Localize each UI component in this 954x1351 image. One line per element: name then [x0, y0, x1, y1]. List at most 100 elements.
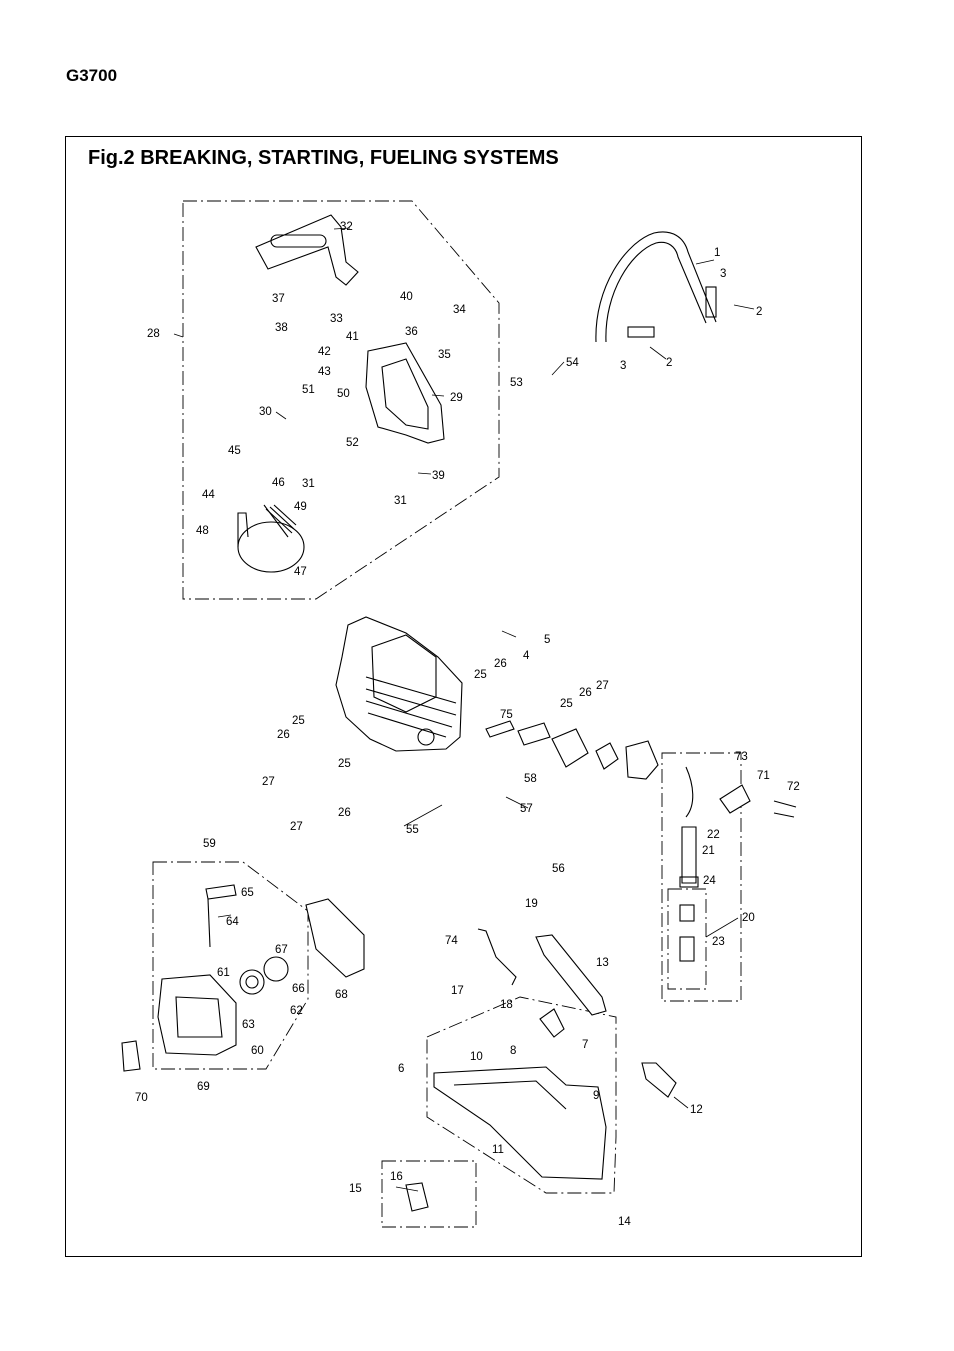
callout-55: 55	[406, 824, 419, 836]
callout-21: 21	[702, 845, 715, 857]
callout-33: 33	[330, 313, 343, 325]
callout-64: 64	[226, 916, 239, 928]
callout-31b: 31	[394, 495, 407, 507]
group-outline-fuel-pickup	[661, 752, 742, 1002]
callout-5: 5	[544, 634, 550, 646]
callout-38: 38	[275, 322, 288, 334]
leader-lines	[173, 227, 755, 1192]
callout-31a: 31	[302, 478, 315, 490]
callout-56: 56	[552, 863, 565, 875]
callout-63: 63	[242, 1019, 255, 1031]
callout-39: 39	[432, 470, 445, 482]
callout-25b: 25	[560, 698, 573, 710]
callout-27c: 27	[290, 821, 303, 833]
callout-26c: 26	[277, 729, 290, 741]
starter-drawing	[121, 884, 365, 1072]
callout-72: 72	[787, 781, 800, 793]
callout-62: 62	[290, 1005, 303, 1017]
front-handle-drawing	[595, 231, 717, 343]
callout-67: 67	[275, 944, 288, 956]
callout-71: 71	[757, 770, 770, 782]
callout-35: 35	[438, 349, 451, 361]
callout-16: 16	[390, 1171, 403, 1183]
group-outline-brake	[182, 200, 500, 600]
callout-4: 4	[523, 650, 530, 662]
callout-75: 75	[500, 709, 513, 721]
brake-cover-drawing	[365, 342, 445, 444]
engine-drawing	[335, 616, 463, 752]
callout-47: 47	[294, 566, 307, 578]
callout-26a: 26	[494, 658, 507, 670]
group-outline-fuel-cap	[381, 1160, 477, 1228]
callout-68: 68	[335, 989, 348, 1001]
callout-41: 41	[346, 331, 359, 343]
callout-52: 52	[346, 437, 359, 449]
callout-22: 22	[707, 829, 720, 841]
callout-42: 42	[318, 346, 331, 358]
callout-46: 46	[272, 477, 285, 489]
callout-59: 59	[203, 838, 216, 850]
callout-73: 73	[735, 751, 748, 763]
callout-11: 11	[492, 1144, 504, 1156]
rear-handle-drawing	[405, 928, 677, 1212]
callout-15: 15	[349, 1183, 362, 1195]
callout-10: 10	[470, 1051, 483, 1063]
callout-6: 6	[398, 1063, 404, 1075]
callout-25a: 25	[474, 669, 487, 681]
callout-7: 7	[582, 1039, 588, 1051]
callout-25c: 25	[292, 715, 305, 727]
model-title: G3700	[66, 66, 118, 85]
callout-49: 49	[294, 501, 307, 513]
group-outline-valve	[667, 888, 707, 990]
callout-54: 54	[566, 357, 579, 369]
callout-24: 24	[703, 875, 716, 887]
group-outline-rear-handle	[426, 996, 617, 1194]
callout-1: 1	[714, 247, 720, 259]
callout-26b: 26	[579, 687, 592, 699]
callout-23: 23	[712, 936, 725, 948]
callout-44: 44	[202, 489, 215, 501]
callout-numbers: 1 2 2 3 3 4 5 6 7 8 9 10 11 12 13 14 15 …	[135, 221, 800, 1228]
callout-13: 13	[596, 957, 609, 969]
group-outline-starter	[152, 861, 309, 1070]
figure-title: Fig.2 BREAKING, STARTING, FUELING SYSTEM…	[88, 147, 559, 169]
callout-27b: 27	[262, 776, 275, 788]
callout-32: 32	[340, 221, 353, 233]
brake-handle-drawing	[255, 214, 359, 286]
callout-40: 40	[400, 291, 413, 303]
callout-14: 14	[618, 1216, 631, 1228]
callout-66: 66	[292, 983, 305, 995]
callout-43: 43	[318, 366, 331, 378]
callout-25d: 25	[338, 758, 351, 770]
callout-18: 18	[500, 999, 513, 1011]
callout-61: 61	[217, 967, 230, 979]
callout-9: 9	[593, 1090, 599, 1102]
callout-2b: 2	[666, 357, 672, 369]
callout-57: 57	[520, 803, 533, 815]
callout-65: 65	[241, 887, 254, 899]
callout-12: 12	[690, 1104, 703, 1116]
callout-17: 17	[451, 985, 464, 997]
callout-8: 8	[510, 1045, 516, 1057]
callout-3a: 3	[720, 268, 726, 280]
callout-3b: 3	[620, 360, 626, 372]
callout-74: 74	[445, 935, 458, 947]
callout-28: 28	[147, 328, 160, 340]
exploded-parts-diagram: 1 2 2 3 3 4 5 6 7 8 9 10 11 12 13 14 15 …	[121, 200, 800, 1228]
callout-60: 60	[251, 1045, 264, 1057]
callout-34: 34	[453, 304, 466, 316]
callout-58: 58	[524, 773, 537, 785]
callout-48: 48	[196, 525, 209, 537]
carburetor-drawing	[485, 720, 659, 780]
callout-27a: 27	[596, 680, 609, 692]
figure-frame: Fig.2 BREAKING, STARTING, FUELING SYSTEM…	[65, 136, 862, 1257]
callout-51: 51	[302, 384, 315, 396]
brake-band-drawing	[237, 504, 305, 573]
fuel-pickup-drawing	[679, 766, 797, 962]
callout-69: 69	[197, 1081, 210, 1093]
callout-30: 30	[259, 406, 272, 418]
callout-70: 70	[135, 1092, 148, 1104]
callout-37: 37	[272, 293, 285, 305]
callout-19: 19	[525, 898, 538, 910]
callout-36: 36	[405, 326, 418, 338]
